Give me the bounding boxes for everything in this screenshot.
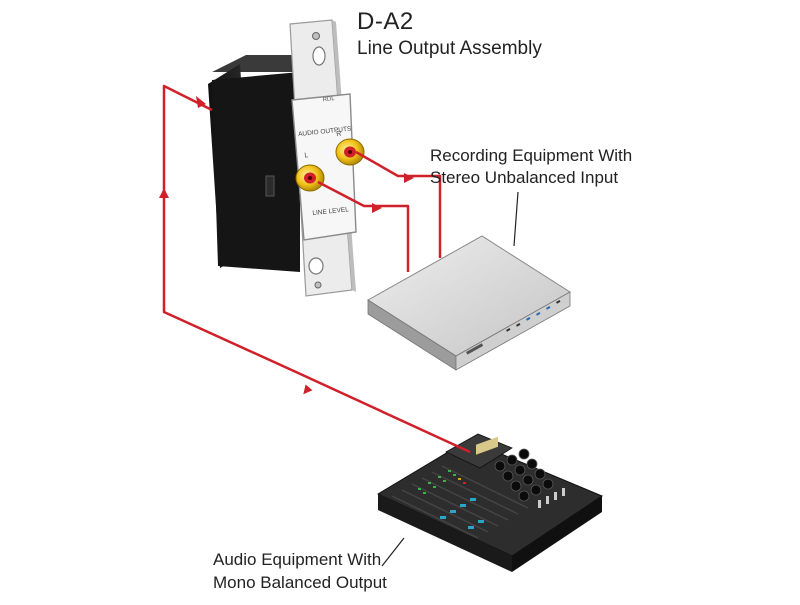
diagram-subtitle: Line Output Assembly [357, 38, 542, 59]
recorder-front [455, 291, 571, 371]
leader-lines [381, 191, 519, 567]
mixer-right-side [512, 496, 602, 572]
arrow-right-cable [404, 173, 414, 183]
screw-top [312, 32, 320, 40]
mixer-front [378, 494, 512, 572]
recorder-front-leds [466, 300, 561, 355]
panel-brand: RDL [322, 96, 335, 103]
arrow-mixer-cable [303, 384, 313, 395]
mixer-level-leds [418, 470, 466, 494]
mixer-fader-knobs [440, 498, 484, 529]
cable-right-to-recorder [355, 150, 442, 258]
panel-level-label: LINE LEVEL [312, 206, 349, 217]
audio-equipment-label-line1: Audio Equipment With [213, 550, 382, 569]
mixer-channel-strips [391, 465, 529, 539]
screw-bottom [314, 281, 322, 289]
arrow-vertical-up [159, 188, 169, 198]
box-clip [265, 175, 275, 197]
mixer-vu-meter [476, 436, 498, 455]
recorder-top [367, 235, 571, 357]
cables [162, 84, 471, 454]
leader-mixer [381, 537, 405, 567]
rca-jack-right [335, 138, 365, 166]
recording-equipment-label-line2: Stereo Unbalanced Input [430, 168, 619, 187]
back-box-front [212, 72, 300, 272]
cable-left-to-recorder [317, 180, 410, 272]
wall-plate-assembly: RDL AUDIO OUTPUTS R L LINE LEVEL [208, 19, 365, 297]
cable-arrows [159, 96, 414, 395]
cable-mixer-to-plate [162, 84, 471, 454]
recording-equipment [367, 235, 571, 371]
mount-slot-top [312, 46, 326, 66]
panel-right-label: R [336, 131, 342, 138]
audio-equipment-label-line2: Mono Balanced Output [213, 573, 387, 592]
leader-recorder [513, 191, 519, 247]
diagram-title: D-A2 [357, 8, 414, 35]
rca-jack-left [295, 164, 325, 192]
mixer-keypad [494, 448, 554, 502]
panel-left-label: L [304, 152, 309, 159]
recording-equipment-label-line1: Recording Equipment With [430, 146, 633, 165]
arrow-into-plate [196, 96, 206, 108]
mixer-master-faders [538, 488, 565, 508]
output-panel [291, 93, 357, 241]
arrow-left-cable [372, 203, 382, 213]
mount-slot-bottom [308, 257, 324, 275]
audio-mixer [376, 433, 604, 572]
